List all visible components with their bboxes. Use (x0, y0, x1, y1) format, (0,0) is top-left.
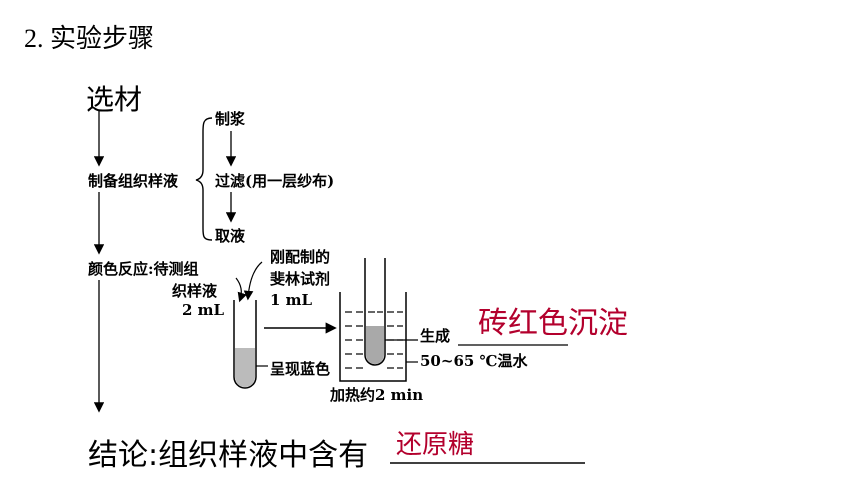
sample-volume: 2 mL (182, 301, 225, 319)
sub-step-filter: 过滤(用一层纱布) (215, 172, 335, 190)
step-color-reaction: 颜色反应:待测组 (88, 260, 199, 278)
sub-step-brace (195, 117, 213, 241)
step-color-reaction-line2: 织样液 (172, 282, 218, 300)
answer-result: 砖红色沉淀 (478, 306, 628, 341)
conclusion-text: 结论:组织样液中含有 (88, 438, 369, 473)
result-label: 生成 (420, 327, 451, 345)
water-bath-beaker (339, 292, 407, 382)
pour-arrow-sample (235, 277, 247, 303)
section-heading: 2. 实验步骤 (24, 24, 155, 53)
sub-step-take-liquid: 取液 (215, 227, 246, 245)
blue-color-label: 呈现蓝色 (270, 360, 331, 378)
heating-label: 加热约2 min (330, 386, 424, 404)
answer-conclusion: 还原糖 (396, 430, 475, 460)
pour-arrow-reagent (243, 261, 263, 301)
reagent-label-line1: 刚配制的 (270, 248, 331, 266)
sub-step-pulp: 制浆 (215, 110, 246, 128)
step-prepare-sample: 制备组织样液 (88, 172, 179, 190)
step-select-material: 选材 (86, 83, 143, 116)
water-bath-label: 50~65 ℃温水 (420, 352, 528, 370)
test-tube-heated (364, 258, 386, 366)
water-dashes (345, 311, 403, 369)
reagent-volume: 1 mL (270, 291, 313, 309)
test-tube-sample (233, 300, 257, 389)
reagent-label-line2: 斐林试剂 (270, 270, 331, 288)
